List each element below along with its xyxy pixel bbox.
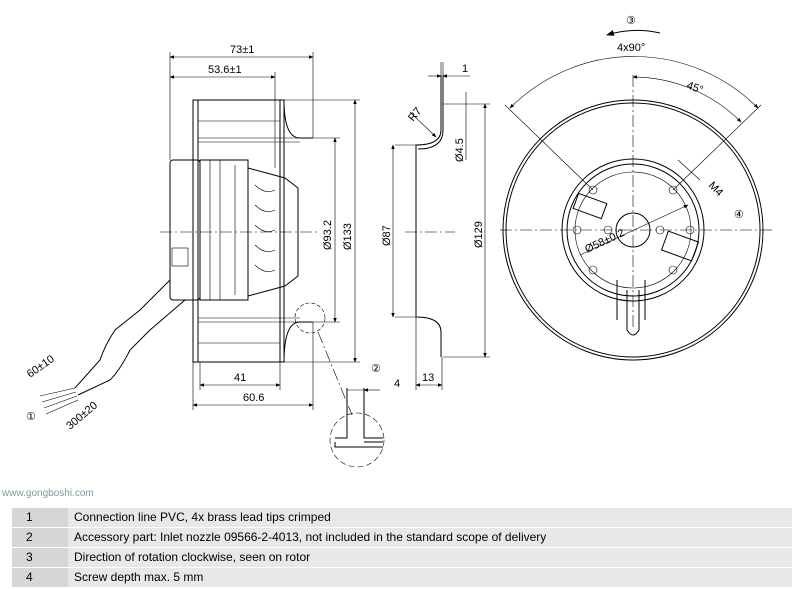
note-number: 2 bbox=[12, 528, 68, 547]
technical-drawing: 73±1 53.6±1 Ø93.2 Ø133 41 60.6 60±10 300… bbox=[25, 15, 775, 468]
note-number: 1 bbox=[12, 508, 68, 527]
side-view: 73±1 53.6±1 Ø93.2 Ø133 41 60.6 60±10 300… bbox=[25, 44, 360, 432]
callout-4: ④ bbox=[734, 209, 744, 221]
dim-60-6: 60.6 bbox=[243, 392, 264, 404]
front-view: ③ 4x90° 45° M4 ④ Ø58±0.2 bbox=[500, 15, 775, 361]
note-text: Accessory part: Inlet nozzle 09566-2-401… bbox=[68, 528, 792, 547]
callout-2: ② bbox=[371, 363, 381, 375]
dim-4: 4 bbox=[394, 378, 400, 390]
dim-41: 41 bbox=[234, 372, 246, 384]
callout-3: ③ bbox=[626, 15, 636, 27]
dim-93-2: Ø93.2 bbox=[322, 220, 334, 250]
note-number: 3 bbox=[12, 548, 68, 567]
dim-53-6: 53.6±1 bbox=[208, 64, 242, 76]
dim-87: Ø87 bbox=[381, 225, 393, 246]
callout-1: ① bbox=[26, 411, 36, 423]
note-text: Connection line PVC, 4x brass lead tips … bbox=[68, 508, 792, 527]
dim-73: 73±1 bbox=[230, 44, 254, 56]
dim-13: 13 bbox=[422, 372, 434, 384]
detail-view: 4 ② bbox=[329, 363, 400, 468]
dim-133: Ø133 bbox=[342, 223, 354, 250]
dim-1: 1 bbox=[462, 63, 468, 75]
dim-129: Ø129 bbox=[473, 221, 485, 248]
dim-300: 300±20 bbox=[64, 400, 100, 433]
dim-45: 45° bbox=[685, 80, 705, 97]
dim-4-5: Ø4.5 bbox=[454, 138, 466, 162]
note-text: Screw depth max. 5 mm bbox=[68, 568, 792, 587]
note-text: Direction of rotation clockwise, seen on… bbox=[68, 548, 792, 567]
dim-r7: R7 bbox=[406, 105, 424, 123]
dim-60-10: 60±10 bbox=[25, 353, 57, 380]
inlet-nozzle-view: 1 R7 Ø4.5 Ø87 Ø129 13 bbox=[381, 62, 490, 390]
note-number: 4 bbox=[12, 568, 68, 587]
dim-4x90: 4x90° bbox=[617, 42, 645, 54]
dim-m4: M4 bbox=[706, 180, 725, 199]
watermark: www.gongboshi.com bbox=[2, 488, 94, 499]
